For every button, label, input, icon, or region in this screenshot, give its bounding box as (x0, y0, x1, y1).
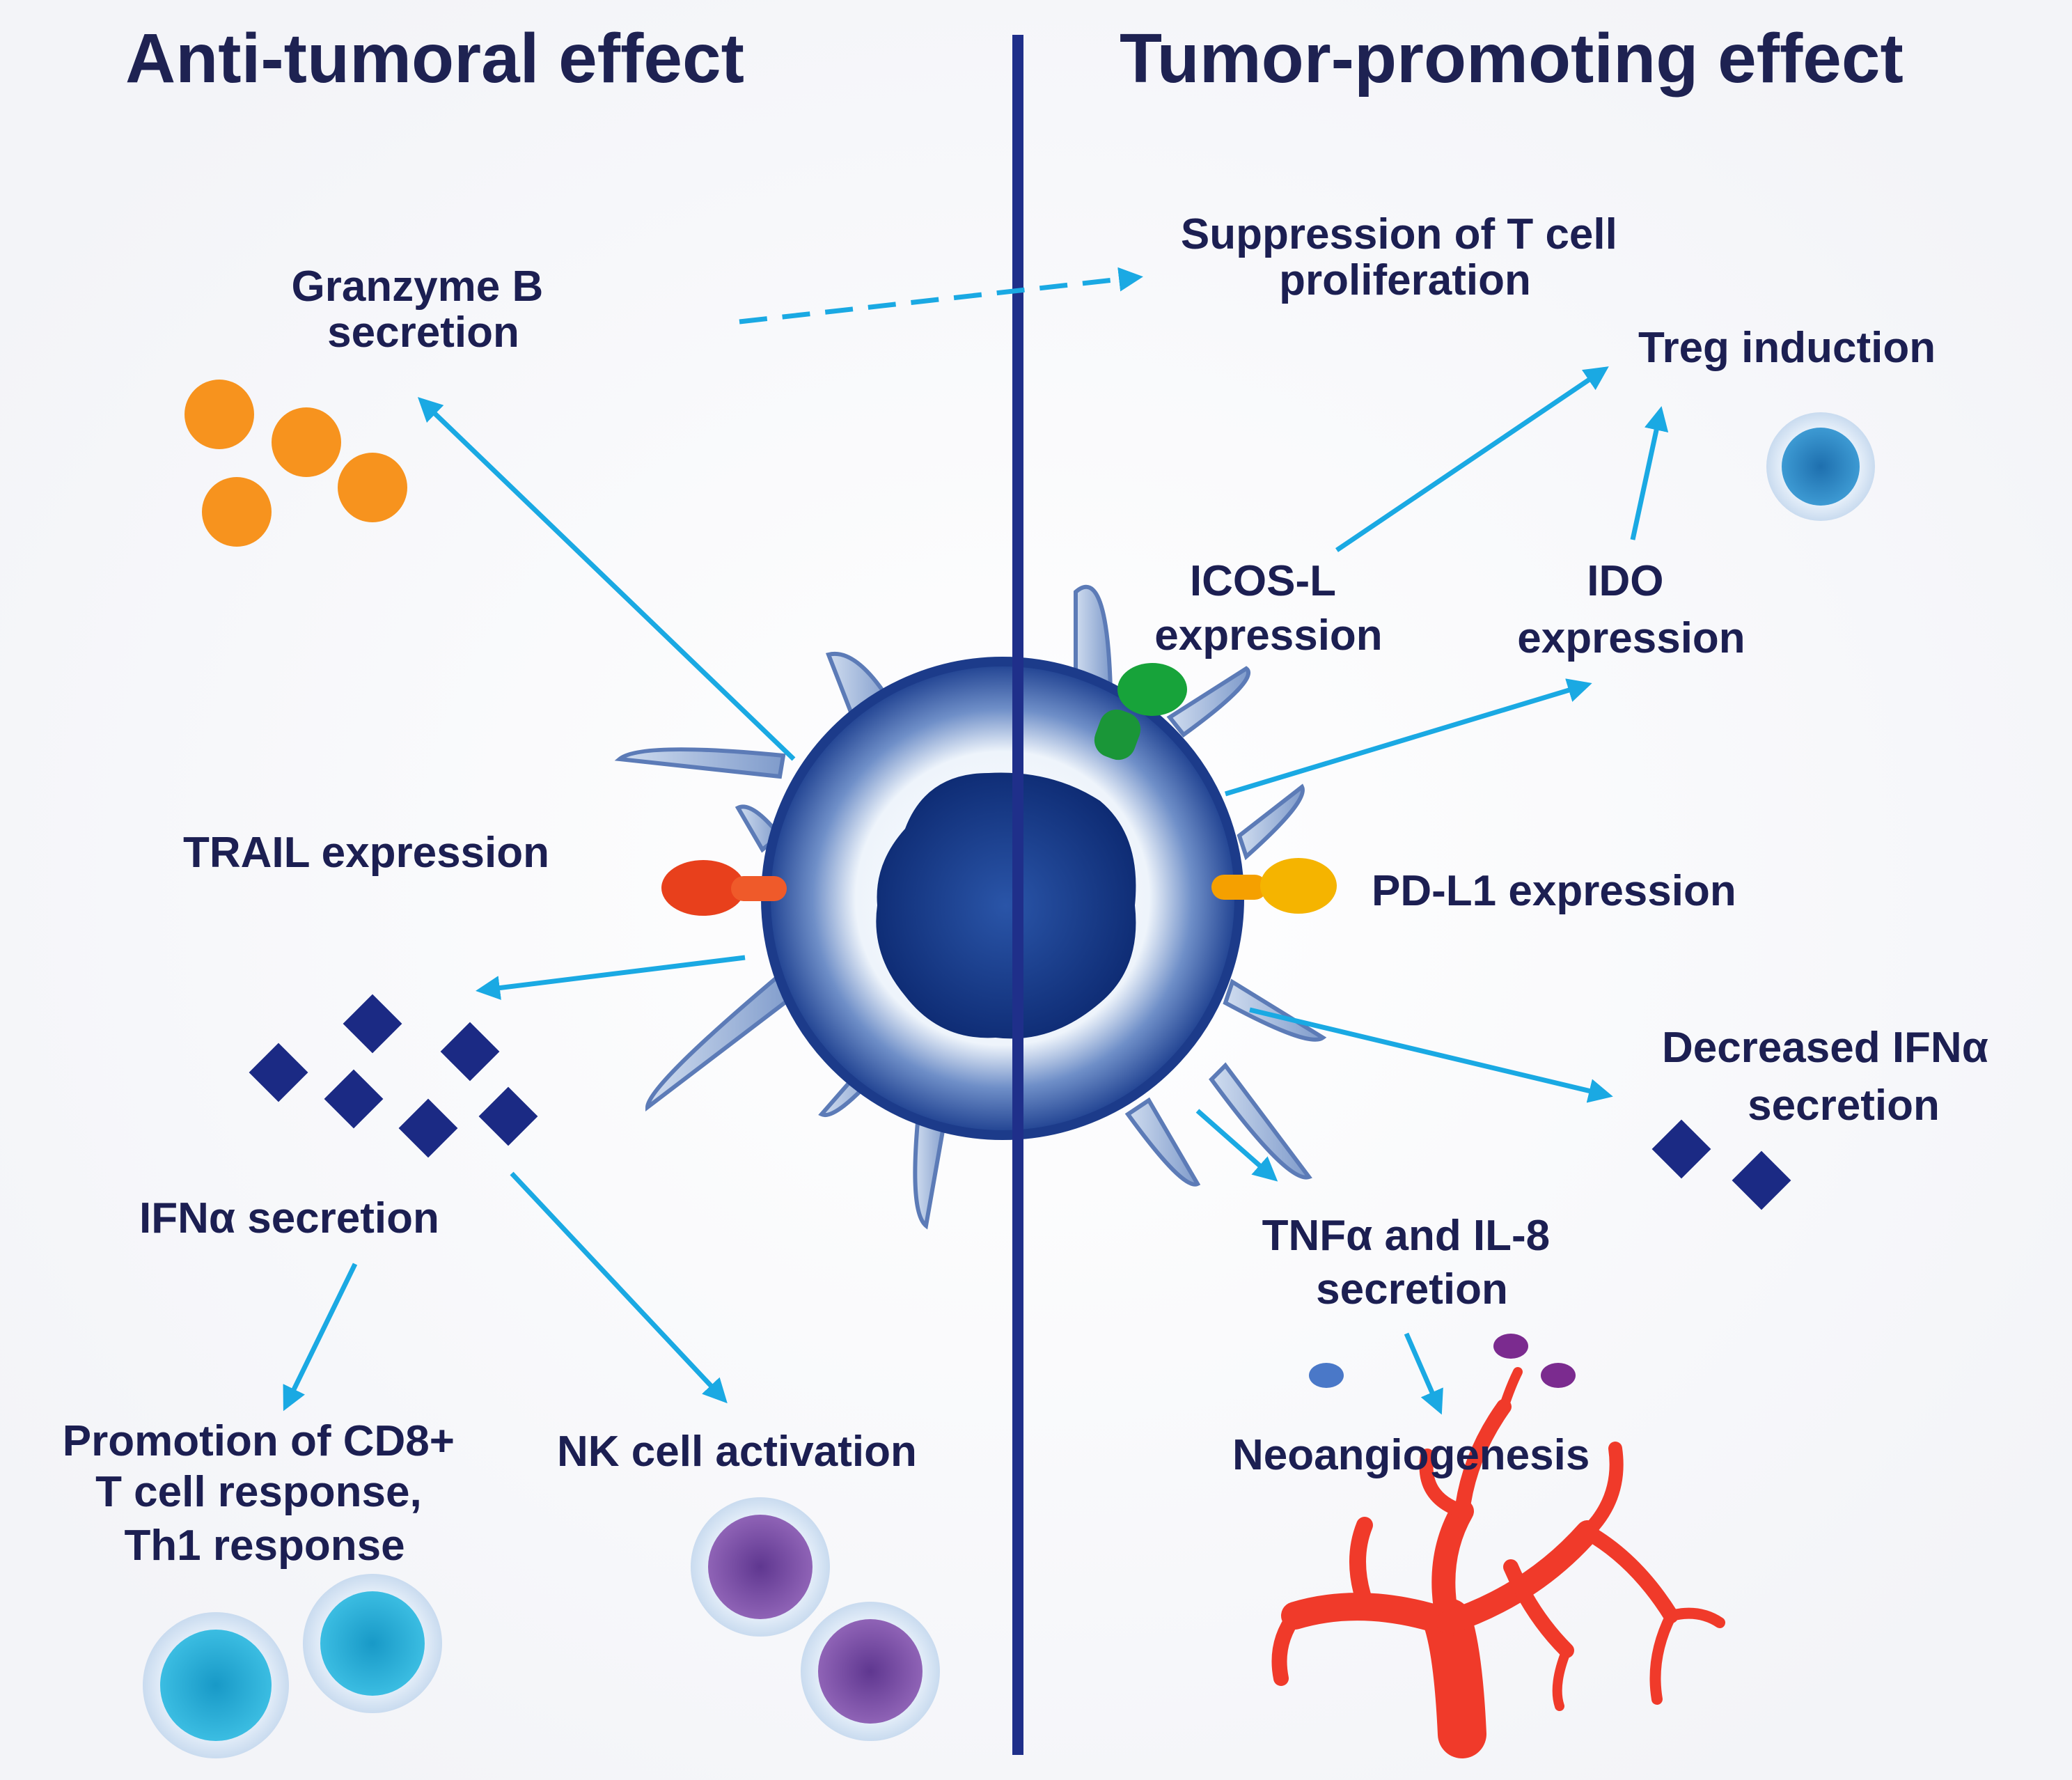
arrow-ido-treg (1630, 406, 1669, 540)
arrow-tnf (1195, 1109, 1278, 1182)
label-suppression-line1: Suppression of T cell (1181, 210, 1617, 258)
granzyme-granules (185, 380, 407, 547)
svg-text:Promotion of CD8+ T cell r: Promotion of CD8+ T cell response, Th1 r… (63, 1417, 466, 1570)
arrow-suppression (739, 267, 1143, 325)
label-tnf-line1: TNFα and IL-8 (1262, 1212, 1551, 1260)
nk-cells (691, 1497, 940, 1741)
label-trail: TRAIL expression (183, 829, 549, 877)
svg-text:TNFα and IL-8 secretion: TNFα and IL-8 secretion (1262, 1212, 1562, 1313)
label-tnf-line2: secretion (1316, 1265, 1508, 1313)
label-treg: Treg induction (1638, 324, 1936, 372)
pathway-arrows (283, 267, 1669, 1415)
arrow-cd8 (283, 1263, 358, 1412)
svg-text:ICOS-L expression: ICOS-L expression (1154, 557, 1382, 659)
decreased-ifn-diamonds (1651, 1119, 1791, 1210)
heading-anti-tumoral: Anti-tumoral effect (125, 19, 744, 97)
svg-text:Granzyme B secretion: Granzyme B secretion (291, 263, 555, 357)
label-icosl-line1: ICOS-L (1190, 557, 1335, 605)
svg-text:Suppression of T cell prol: Suppression of T cell proliferation (1181, 210, 1629, 304)
cytokine-dots (1309, 1334, 1576, 1388)
label-icosl-line2: expression (1154, 611, 1382, 659)
label-nk: NK cell activation (557, 1428, 917, 1476)
cell-nucleus (876, 772, 1136, 1039)
label-ido-line1: IDO (1587, 557, 1663, 605)
arrow-decreased-ifn (1249, 1007, 1613, 1103)
svg-text:IDO expression: IDO expression (1517, 557, 1745, 662)
label-ifna: IFNα secretion (139, 1194, 439, 1242)
label-granzyme-line2: secretion (327, 309, 519, 357)
treg-cell (1766, 412, 1875, 521)
arrow-neoangiogenesis (1404, 1332, 1443, 1415)
label-decreased-line2: secretion (1748, 1082, 1940, 1130)
arrow-icosl-treg (1335, 366, 1609, 552)
svg-text:Decreased IFNα secretion: Decreased IFNα secretion (1662, 1024, 2000, 1130)
icosl-receptor (1094, 663, 1187, 760)
arrow-ifn (476, 955, 746, 1000)
heading-tumor-promoting: Tumor-promoting effect (1120, 19, 1904, 97)
cell-dendrites (614, 584, 1327, 1230)
trail-receptor (661, 860, 787, 916)
arrow-ido (1224, 678, 1592, 797)
label-pdl1: PD-L1 expression (1372, 867, 1736, 915)
arrow-granzyme (417, 397, 796, 761)
label-neoangiogenesis: Neoangiogenesis (1232, 1431, 1590, 1479)
label-cd8-line3: Th1 response (124, 1522, 405, 1570)
label-granzyme-line1: Granzyme B (291, 263, 543, 311)
pdl1-receptor (1211, 858, 1337, 914)
cd8-t-cells (143, 1574, 442, 1758)
label-ido-line2: expression (1517, 614, 1745, 662)
label-cd8-line1: Promotion of CD8+ (63, 1417, 455, 1465)
blood-vessel-icon (1271, 1367, 1725, 1758)
dendritic-cell (614, 584, 1327, 1230)
label-suppression-line2: proliferation (1279, 256, 1531, 304)
arrow-nk (510, 1171, 728, 1404)
label-cd8-line2: T cell response, (95, 1468, 422, 1516)
label-decreased-line1: Decreased IFNα (1662, 1024, 1988, 1072)
